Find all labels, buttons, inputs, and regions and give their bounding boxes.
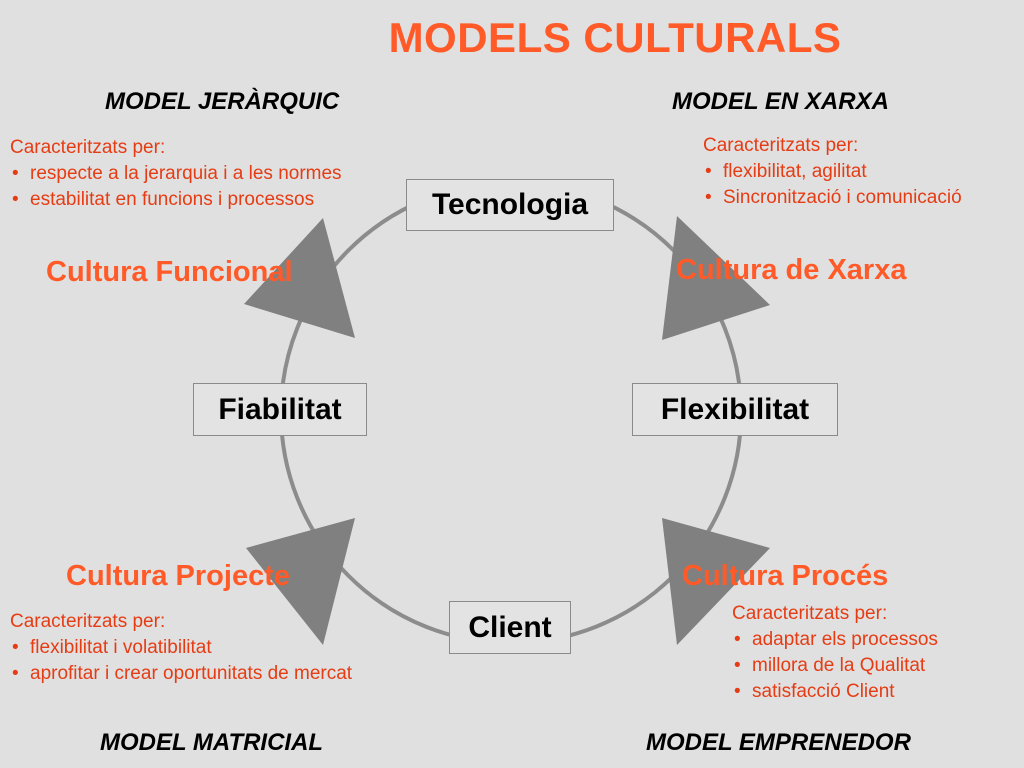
description-item: adaptar els processos <box>732 627 938 653</box>
arrow-top-left <box>244 218 355 338</box>
arrow-bottom-right <box>662 518 770 645</box>
arrow-top-right <box>662 216 770 340</box>
description-xarxa: Caracteritzats per: flexibilitat, agilit… <box>703 133 962 211</box>
description-item: respecte a la jerarquia i a les normes <box>10 161 342 187</box>
description-intro: Caracteritzats per: <box>732 603 888 624</box>
node-fiabilitat: Fiabilitat <box>193 383 367 436</box>
description-item: flexibilitat, agilitat <box>703 159 962 185</box>
description-item: Sincronització i comunicació <box>703 185 962 211</box>
description-item: aprofitar i crear oportunitats de mercat <box>10 661 352 687</box>
culture-funcional-label: Cultura Funcional <box>46 256 293 288</box>
heading-model-xarxa: MODEL EN XARXA <box>672 88 889 115</box>
culture-xarxa-label: Cultura de Xarxa <box>676 254 907 286</box>
node-client: Client <box>449 601 571 654</box>
page-title: MODELS CULTURALS <box>388 14 842 61</box>
description-matricial: Caracteritzats per: flexibilitat i volat… <box>10 609 352 687</box>
heading-model-emprenedor: MODEL EMPRENEDOR <box>646 729 911 756</box>
description-item: satisfacció Client <box>732 679 938 705</box>
description-intro: Caracteritzats per: <box>703 135 859 156</box>
description-intro: Caracteritzats per: <box>10 611 166 632</box>
culture-projecte-label: Cultura Projecte <box>66 560 290 592</box>
node-tecnologia: Tecnologia <box>406 179 614 231</box>
arrow-bottom-left <box>246 518 355 645</box>
culture-proces-label: Cultura Procés <box>682 560 889 592</box>
node-flexibilitat: Flexibilitat <box>632 383 838 436</box>
heading-model-matricial: MODEL MATRICIAL <box>100 729 324 756</box>
description-jerarquic: Caracteritzats per: respecte a la jerarq… <box>10 135 342 213</box>
description-item: millora de la Qualitat <box>732 653 938 679</box>
description-item: flexibilitat i volatibilitat <box>10 635 352 661</box>
description-item: estabilitat en funcions i processos <box>10 187 342 213</box>
heading-model-jerarquic: MODEL JERÀRQUIC <box>105 88 340 115</box>
description-intro: Caracteritzats per: <box>10 137 166 158</box>
description-emprenedor: Caracteritzats per: adaptar els processo… <box>732 601 938 705</box>
